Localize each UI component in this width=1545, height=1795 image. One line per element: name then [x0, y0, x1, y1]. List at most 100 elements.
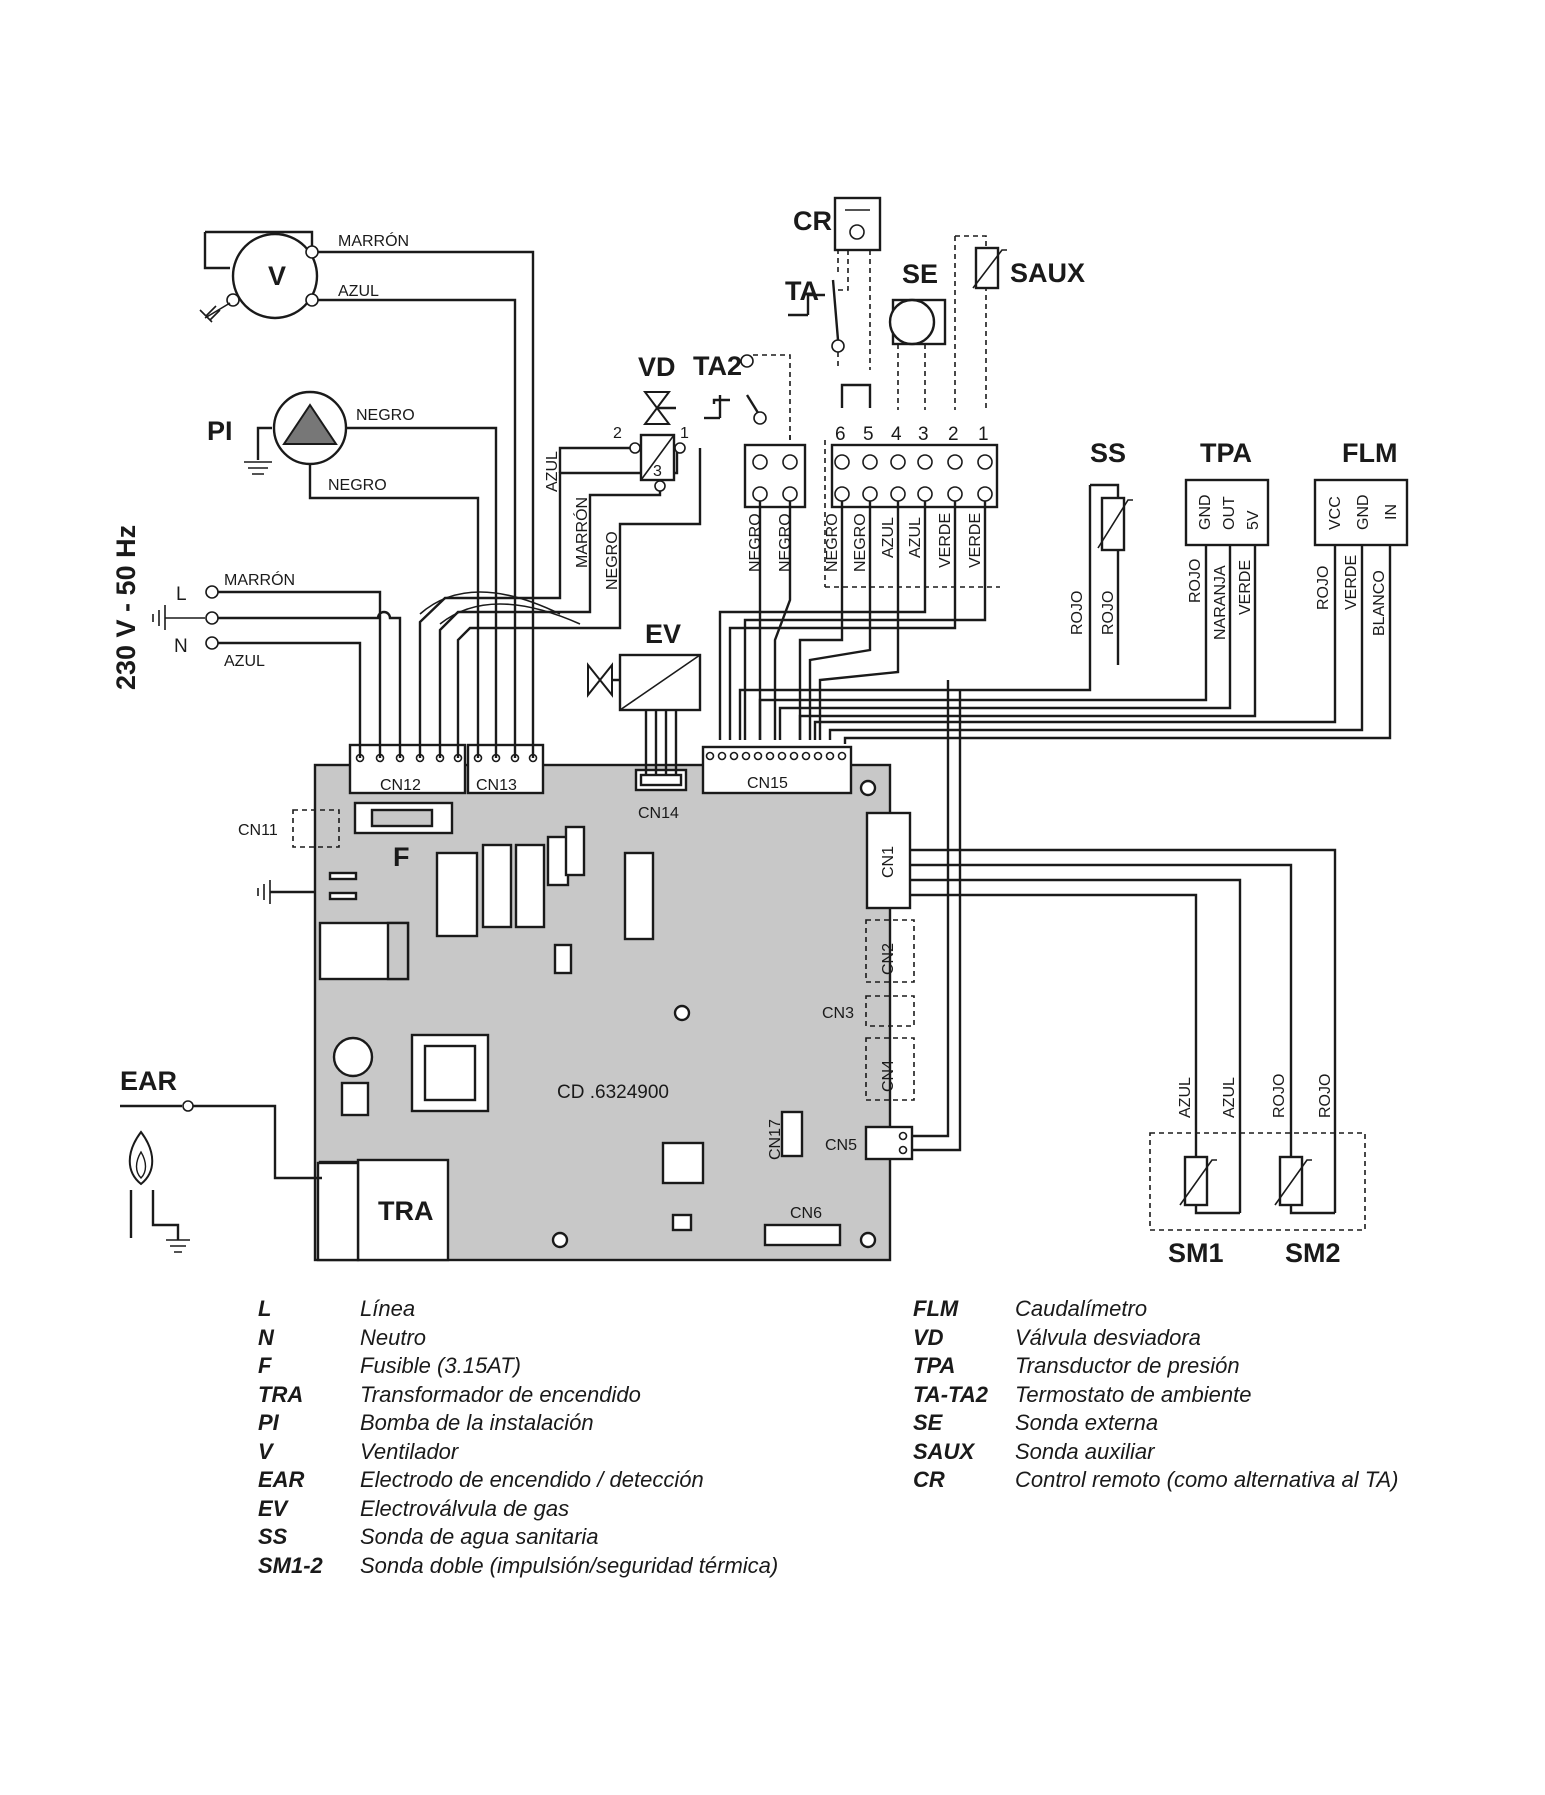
legend-key: SE: [913, 1410, 944, 1435]
label-cn17: CN17: [767, 1119, 784, 1160]
legend-value: Transformador de encendido: [360, 1382, 641, 1407]
label-pi: PI: [207, 416, 233, 446]
pump-wire-2: [308, 464, 480, 758]
sm-wire-1: [910, 848, 1337, 1125]
saux-wire-b: [743, 501, 987, 740]
legend-value: Electroválvula de gas: [360, 1496, 569, 1521]
label-sm2: SM2: [1285, 1238, 1341, 1268]
label-cn13: CN13: [476, 777, 517, 794]
terminal-block-main: [830, 443, 999, 509]
diverter-valve: [629, 391, 686, 492]
label-cn15: CN15: [747, 775, 788, 792]
legend-key: TA-TA2: [913, 1382, 989, 1407]
terminal-number-3: 3: [918, 424, 929, 445]
label-flm: FLM: [1342, 438, 1397, 468]
wire-label-flm-verde: VERDE: [1343, 555, 1360, 610]
pump-component: [244, 390, 348, 475]
legend-left: L Línea N Neutro F Fusible (3.15AT) TRA …: [258, 1296, 778, 1578]
label-cn3: CN3: [822, 1005, 854, 1022]
connector-cn13: [466, 743, 545, 795]
label-ta2: TA2: [693, 351, 742, 381]
cn15-pins: [705, 751, 847, 761]
connector-cn14: [634, 768, 688, 792]
se-wire-a: [818, 501, 900, 740]
legend-key: EAR: [258, 1467, 305, 1492]
wire-label-t1-verde: VERDE: [967, 513, 984, 568]
wire-label-tpa-rojo: ROJO: [1187, 559, 1204, 603]
legend-key: PI: [258, 1410, 280, 1435]
flm-pin-vcc: VCC: [1327, 496, 1344, 530]
wire-label-flm-rojo: ROJO: [1315, 566, 1332, 610]
legend-key: N: [258, 1325, 275, 1350]
label-ss: SS: [1090, 438, 1126, 468]
legend-key: SM1-2: [258, 1553, 324, 1578]
neutral-wire: [218, 641, 362, 758]
label-tpa: TPA: [1200, 438, 1252, 468]
legend-value: Caudalímetro: [1015, 1296, 1147, 1321]
legend-value: Ventilador: [360, 1439, 460, 1464]
wire-label-ta2-negro-2: NEGRO: [777, 513, 794, 572]
gas-valve-ev: [587, 653, 702, 775]
label-saux: SAUX: [1010, 258, 1085, 288]
legend-value: Sonda externa: [1015, 1410, 1158, 1435]
label-vd: VD: [638, 352, 676, 382]
vd-pin-1: 1: [680, 425, 689, 442]
legend-key: SAUX: [913, 1439, 975, 1464]
label-cr: CR: [793, 206, 832, 236]
saux-wire-a: [728, 501, 957, 740]
legend-key: SS: [258, 1524, 288, 1549]
flm-pin-in: IN: [1383, 504, 1400, 520]
wire-label-ss-rojo-2: ROJO: [1100, 591, 1117, 635]
wire-label-t2-verde: VERDE: [937, 513, 954, 568]
tpa-pin-gnd: GND: [1197, 494, 1214, 530]
flm-pin-gnd: GND: [1355, 494, 1372, 530]
se-wire-b: [718, 501, 927, 740]
terminal-number-2: 2: [948, 424, 959, 445]
legend-key: TPA: [913, 1353, 955, 1378]
label-ev: EV: [645, 619, 681, 649]
terminal-number-1: 1: [978, 424, 989, 445]
legend-key: FLM: [913, 1296, 959, 1321]
wire-label-n-azul: AZUL: [224, 653, 265, 670]
legend-key: F: [258, 1353, 272, 1378]
connector-cn11: [292, 809, 340, 848]
label-cn1: CN1: [880, 846, 897, 878]
label-n: N: [174, 636, 188, 657]
board-components: [318, 779, 877, 1254]
legend-key: TRA: [258, 1382, 303, 1407]
dhw-probe-ss: [738, 483, 1133, 740]
board-code: CD .6324900: [557, 1082, 669, 1103]
power-supply-terminals: [152, 585, 219, 650]
label-cn14: CN14: [638, 805, 679, 822]
vd-wire-1: [418, 448, 679, 758]
wire-label-sm-rojo-2: ROJO: [1317, 1074, 1334, 1118]
wire-label-tpa-verde: VERDE: [1237, 560, 1254, 615]
fan-wire-blue: [318, 298, 517, 758]
legend-value: Fusible (3.15AT): [360, 1353, 521, 1378]
legend-key: EV: [258, 1496, 290, 1521]
wire-label-l-marron: MARRÓN: [224, 570, 295, 589]
legend-value: Electrodo de encendido / detección: [360, 1467, 704, 1492]
vd-pin-3: 3: [653, 463, 662, 480]
legend-value: Sonda de agua sanitaria: [360, 1524, 599, 1549]
connector-cn3: [865, 995, 915, 1027]
label-se: SE: [902, 259, 938, 289]
double-probe-sm: [1149, 1125, 1366, 1231]
wire-label-vd-azul: AZUL: [544, 451, 561, 492]
fan-wire-brown: [318, 250, 535, 758]
terminal-number-6: 6: [835, 424, 846, 445]
ignition-transformer: [356, 1158, 450, 1262]
label-sm1: SM1: [1168, 1238, 1224, 1268]
wire-label-fan-marron: MARRÓN: [338, 231, 409, 250]
external-probe-se: [888, 298, 947, 410]
room-thermostat-ta2: [704, 354, 791, 440]
legend-value: Neutro: [360, 1325, 426, 1350]
earth-wire: [218, 610, 402, 758]
ta-cr-bridge: [840, 383, 872, 408]
label-cn6: CN6: [790, 1205, 822, 1222]
legend-value: Válvula desviadora: [1015, 1325, 1201, 1350]
wire-label-tpa-naranja: NARANJA: [1212, 565, 1229, 640]
auxiliary-probe-saux: [954, 235, 1007, 410]
wire-label-ss-rojo-1: ROJO: [1069, 591, 1086, 635]
label-ear: EAR: [120, 1066, 177, 1096]
